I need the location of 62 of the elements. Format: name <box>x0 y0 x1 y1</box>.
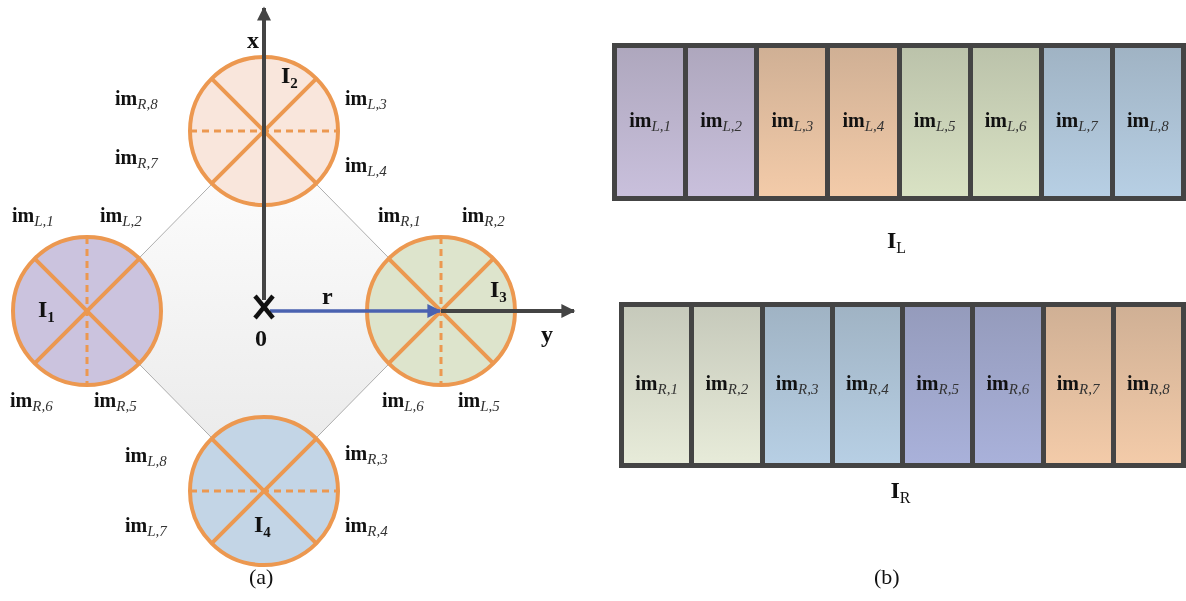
panel-caption: (a) <box>249 566 274 588</box>
image-title: I$_{1}$ <box>38 297 55 325</box>
segment-cell <box>1043 48 1110 196</box>
segment-label: im$_{R,7}$ <box>1056 373 1100 397</box>
segment-cell <box>1114 48 1181 196</box>
sector-label: im$_{R,5}$ <box>94 390 137 414</box>
segment-cell <box>764 307 830 463</box>
strip-title: I$_{L}$ <box>887 228 907 256</box>
segment-cell <box>617 48 684 196</box>
segment-cell <box>834 307 900 463</box>
segment-label: im$_{R,6}$ <box>986 373 1030 397</box>
sector-label: im$_{L,5}$ <box>458 390 500 414</box>
segment-cell <box>624 307 690 463</box>
segment-cell <box>901 48 968 196</box>
segment-strip <box>619 302 1186 468</box>
segment-label: im$_{R,2}$ <box>705 373 749 397</box>
segment-cell <box>1115 307 1181 463</box>
sector-label: im$_{L,8}$ <box>125 445 167 469</box>
sector-label: im$_{L,2}$ <box>100 205 142 229</box>
segment-label: im$_{L,5}$ <box>913 110 956 134</box>
segment-label: im$_{L,8}$ <box>1127 110 1169 134</box>
sector-label: im$_{L,3}$ <box>345 88 387 112</box>
segment-cell <box>830 48 897 196</box>
segment-cell <box>1045 307 1111 463</box>
image-title: I$_{2}$ <box>281 63 298 91</box>
segment-label: im$_{R,3}$ <box>775 373 819 397</box>
sector-label: im$_{L,4}$ <box>345 155 387 179</box>
segment-label: im$_{R,8}$ <box>1127 373 1170 397</box>
sector-label: im$_{L,6}$ <box>382 390 424 414</box>
sector-label: im$_{R,4}$ <box>345 515 388 539</box>
segment-cell <box>972 48 1039 196</box>
sector-label: im$_{L,7}$ <box>125 515 167 539</box>
segment-label: im$_{R,1}$ <box>635 373 678 397</box>
sector-label: im$_{R,2}$ <box>462 205 505 229</box>
origin-label: 0 <box>255 326 267 350</box>
sector-label: im$_{R,1}$ <box>378 205 421 229</box>
strip-title: I$_{R}$ <box>890 478 911 506</box>
segment-cell <box>759 48 826 196</box>
image-title: I$_{3}$ <box>490 277 507 305</box>
image-title: I$_{4}$ <box>254 512 271 540</box>
segment-label: im$_{R,4}$ <box>846 373 889 397</box>
sector-label: im$_{R,8}$ <box>115 88 158 112</box>
segment-label: im$_{L,2}$ <box>700 110 743 134</box>
segment-label: im$_{L,3}$ <box>771 110 814 134</box>
sector-label: im$_{L,1}$ <box>12 205 54 229</box>
segment-label: im$_{L,1}$ <box>629 110 671 134</box>
panel-caption: (b) <box>874 566 900 588</box>
axis-label: x <box>247 28 259 52</box>
segment-cell <box>688 48 755 196</box>
sector-label: im$_{R,3}$ <box>345 443 388 467</box>
sector-label: im$_{R,6}$ <box>10 390 53 414</box>
segment-label: im$_{L,7}$ <box>1055 110 1098 134</box>
segment-label: im$_{L,6}$ <box>984 110 1027 134</box>
segment-label: im$_{L,4}$ <box>842 110 885 134</box>
segment-strip <box>612 43 1186 201</box>
segment-cell <box>905 307 971 463</box>
axis-label: y <box>541 322 553 346</box>
segment-label: im$_{R,5}$ <box>916 373 959 397</box>
sector-label: im$_{R,7}$ <box>115 147 158 171</box>
segment-cell <box>975 307 1041 463</box>
segment-cell <box>694 307 760 463</box>
vector-label: r <box>322 284 333 308</box>
